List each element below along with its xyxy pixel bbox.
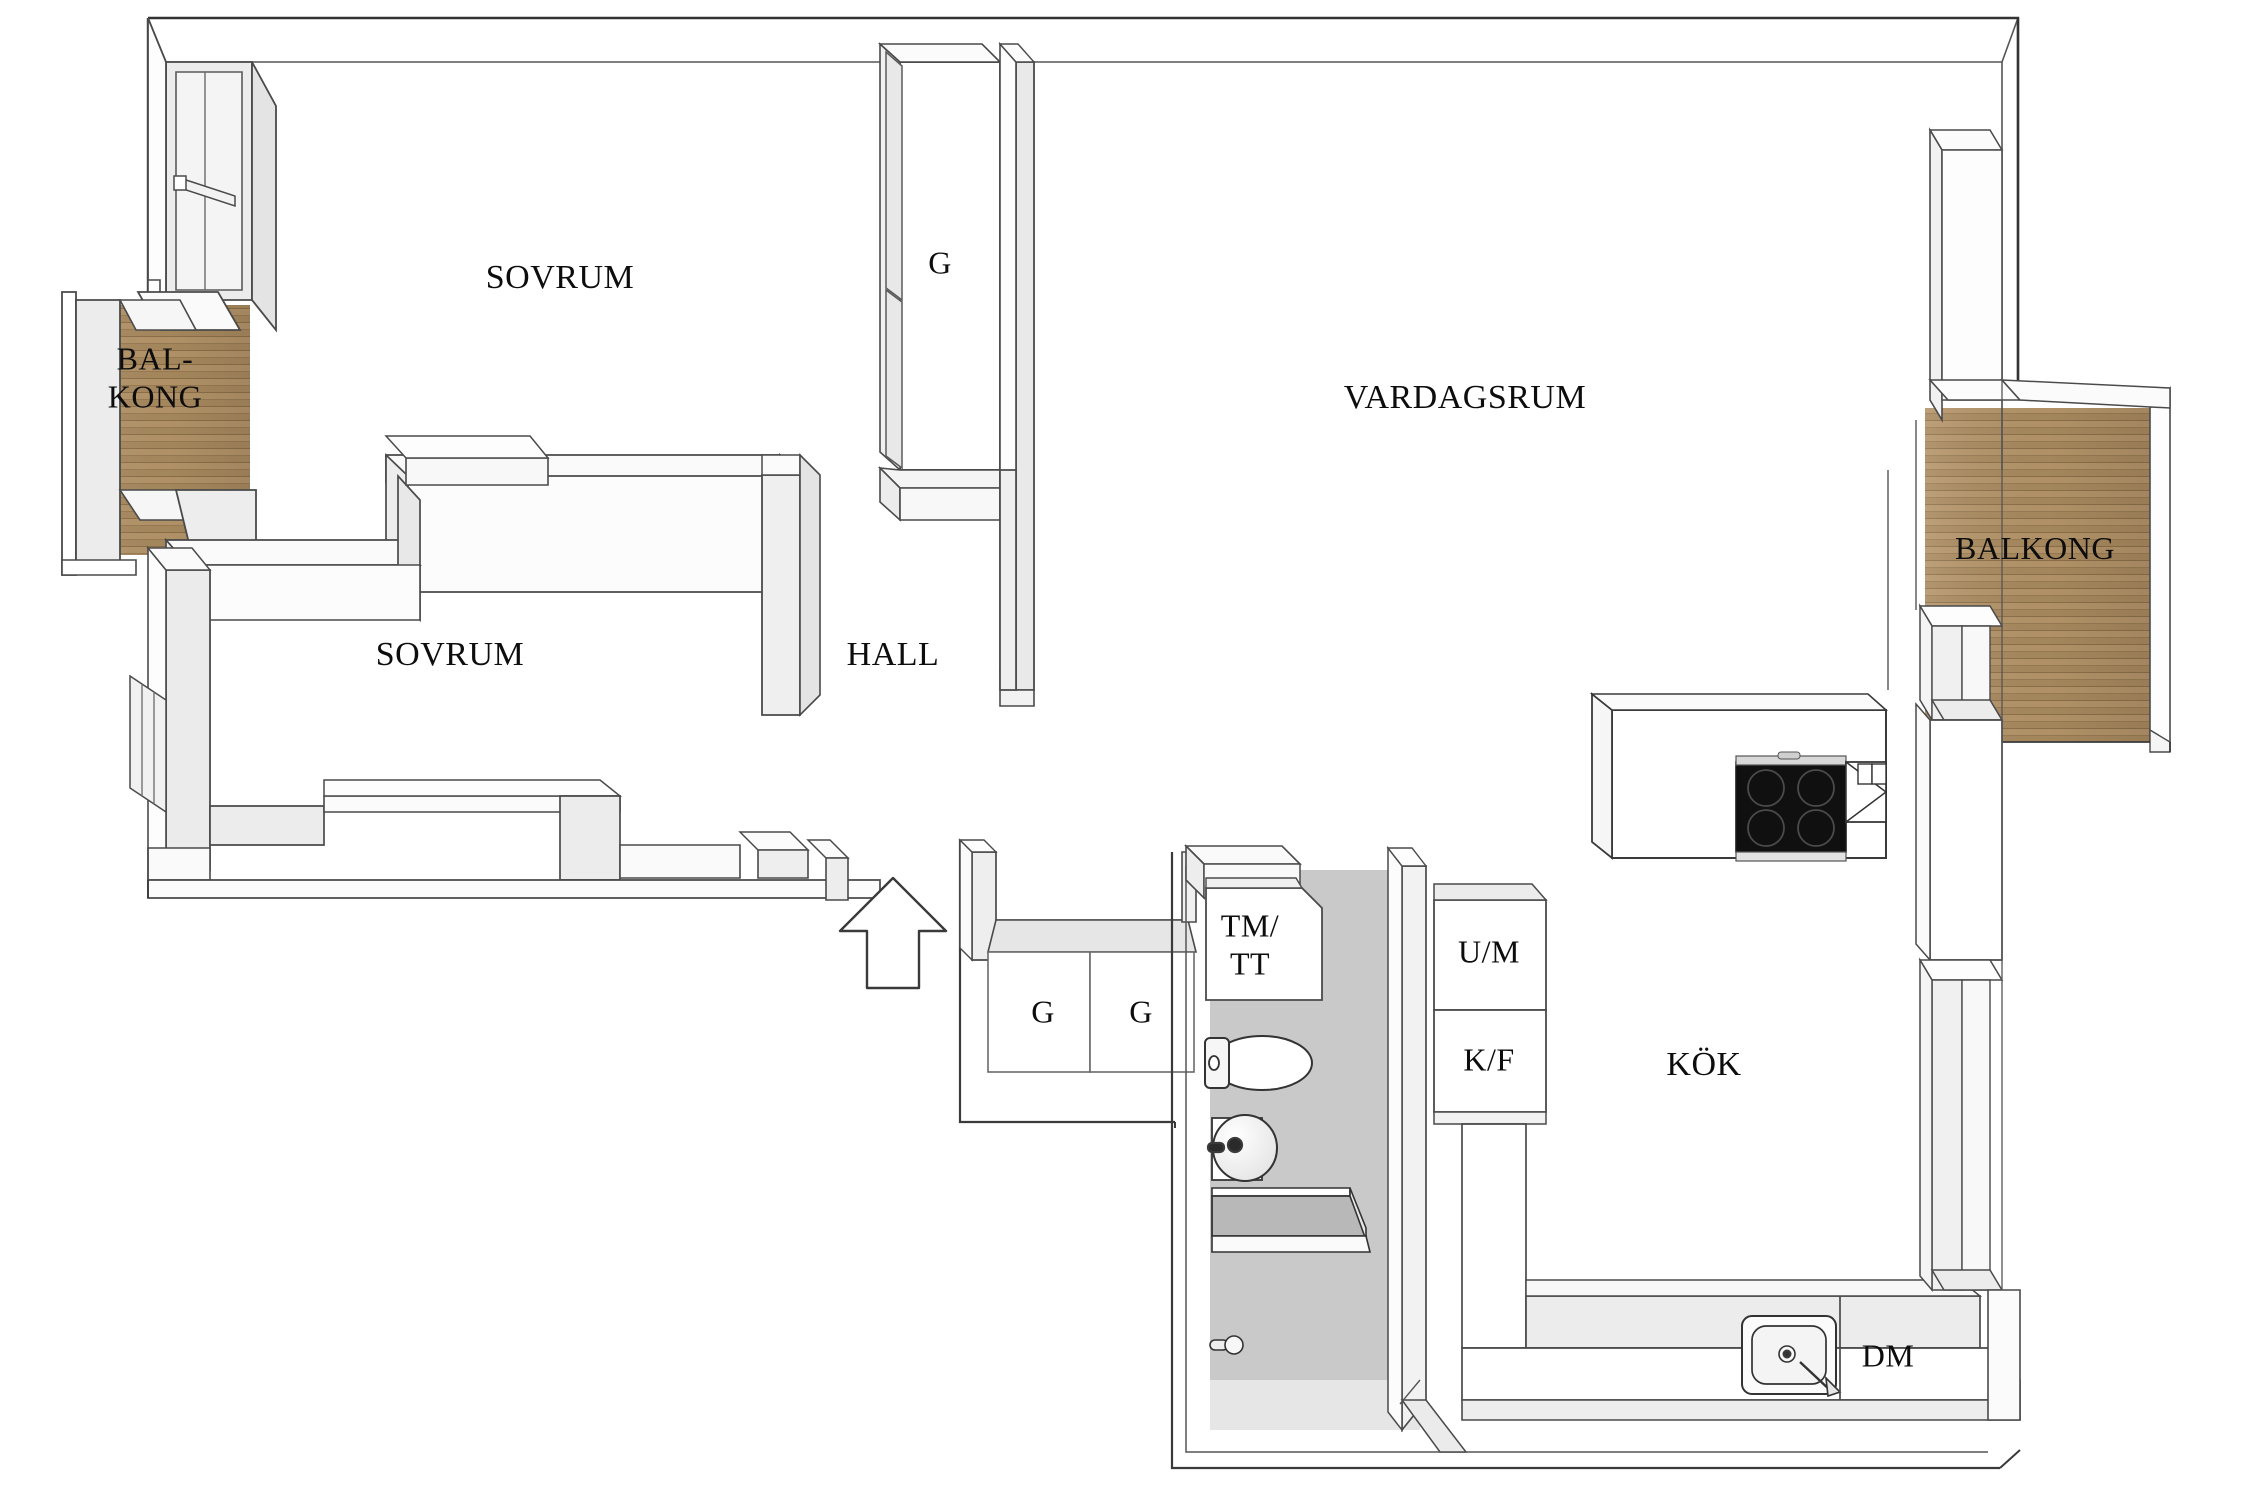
closet-label-entry-1: G xyxy=(1031,993,1055,1030)
appliance-label-k-f: K/F xyxy=(1463,1041,1515,1078)
wall-lower-bedroom-bottom xyxy=(147,779,881,901)
partition-bedrooms-mid xyxy=(164,435,801,703)
kitchen-block xyxy=(1461,1123,2021,1470)
room-label-sovrum-1: SOVRUM xyxy=(485,259,635,296)
appliance-label-tm-tt: TM/ TT xyxy=(1220,907,1280,982)
room-label-sovrum-2: SOVRUM xyxy=(375,636,525,673)
appliance-label-dm: DM xyxy=(1861,1337,1915,1374)
toilet-fixture xyxy=(1204,1035,1313,1091)
room-label-vardagsrum: VARDAGSRUM xyxy=(1343,379,1587,416)
kitchen-island-with-cooktop xyxy=(1589,692,1889,862)
kitchen-sink-fixture xyxy=(1741,1315,1842,1398)
closet-label-hall-tall: G xyxy=(928,244,952,281)
room-label-kok: KÖK xyxy=(1666,1046,1742,1083)
appliance-label-u-m: U/M xyxy=(1458,933,1520,970)
wall-right-with-balcony-opening xyxy=(1915,18,2171,1421)
bathroom-block xyxy=(1170,844,1480,1470)
entry-hall-structure xyxy=(958,838,1198,1128)
kitchen-appliance-column xyxy=(1433,883,1548,1125)
room-label-hall: HALL xyxy=(846,636,940,673)
hall-wall-jamb xyxy=(761,453,821,717)
room-label-balkong-left: BAL- KONG xyxy=(107,340,203,414)
partition-lower-bedroom-left xyxy=(129,545,212,873)
entrance-arrow-shape xyxy=(838,876,948,990)
outer-wall-shell xyxy=(146,16,2020,470)
wall-upper-left-with-balcony-door xyxy=(136,17,277,333)
shower-tray-fixture xyxy=(1211,1187,1372,1253)
hall-right-stub xyxy=(999,469,1017,691)
closet-label-entry-2: G xyxy=(1129,993,1153,1030)
floor-drain-fixture xyxy=(1209,1335,1244,1355)
closet-hall-tall-box xyxy=(877,42,1002,522)
washbasin-fixture xyxy=(1206,1114,1278,1182)
room-label-balkong-right: BALKONG xyxy=(1955,530,2115,567)
